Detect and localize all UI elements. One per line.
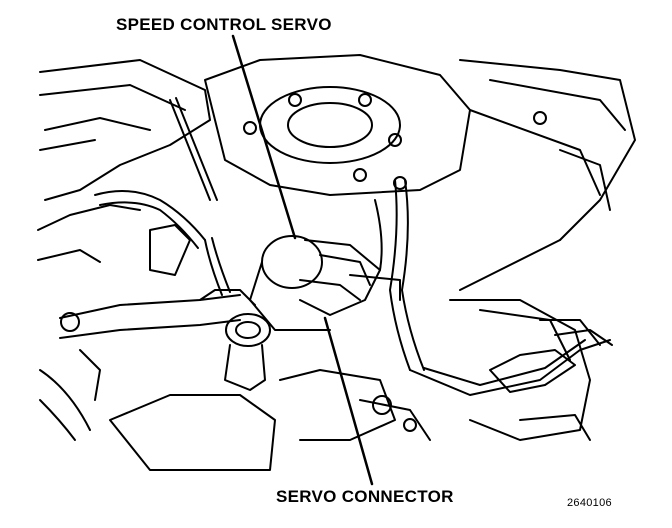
lower-components xyxy=(39,349,591,471)
speed-control-servo xyxy=(249,235,401,331)
vacuum-hoses xyxy=(94,97,231,296)
wiring-harness xyxy=(374,176,613,396)
servo-leader-line xyxy=(231,34,297,240)
strut-tower xyxy=(204,54,471,196)
servo-connector-label: SERVO CONNECTOR xyxy=(276,487,454,506)
connector-leader-line xyxy=(323,316,374,486)
reservoir xyxy=(449,299,601,441)
throttle-linkage xyxy=(59,289,271,391)
speed-control-servo-label: SPEED CONTROL SERVO xyxy=(116,15,332,34)
right-fender-panel xyxy=(459,59,636,291)
figure-code: 2640106 xyxy=(567,497,612,509)
